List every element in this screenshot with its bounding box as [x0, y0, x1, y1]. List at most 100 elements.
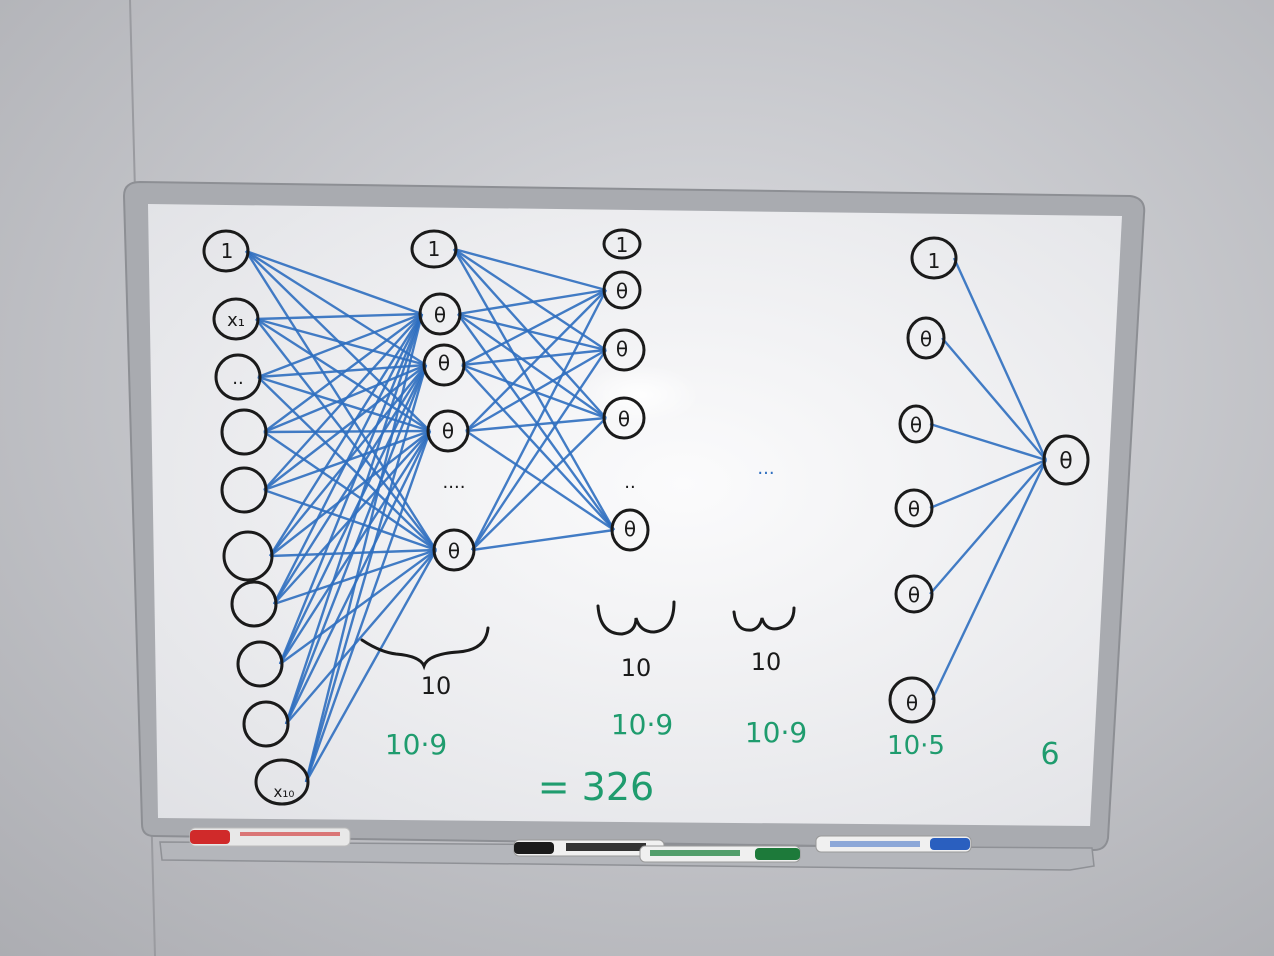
layer2-node: [432, 528, 476, 572]
layer3-size-label: 10: [751, 648, 782, 676]
layer1-ellipsis-label: ..: [232, 368, 243, 389]
layer2-node: [418, 292, 462, 336]
edge-l1-l2: [255, 317, 427, 367]
layer4-ellipsis-label: ...: [757, 458, 774, 479]
layer1-node: [230, 580, 278, 628]
output-node: [1042, 434, 1090, 486]
layer1-node: [214, 353, 262, 401]
layer5-node: [894, 574, 934, 614]
brace-layer1: [360, 626, 490, 671]
layer3-node: [610, 508, 650, 552]
layer1-x10-label: x₁₀: [274, 783, 295, 801]
edge-l2-l3: [470, 289, 608, 551]
layer2-size-label: 10: [621, 654, 652, 682]
layer2-node-label: θ: [434, 303, 446, 327]
layer5-node-label: θ: [906, 691, 918, 715]
edge-l2-l3: [453, 247, 607, 292]
total-parameters-label: = 326: [538, 765, 654, 809]
edge-l1-l2: [285, 549, 437, 725]
network-nodes: [202, 228, 1090, 806]
layer1-node: [222, 530, 274, 582]
green-marker[interactable]: [639, 845, 801, 863]
edge-l2-l3: [461, 288, 607, 367]
edge-l1-l2: [304, 549, 438, 783]
layer3-weight-label: 10·9: [745, 716, 807, 749]
red-marker[interactable]: [189, 827, 351, 847]
layer3-node-label: θ: [624, 517, 636, 541]
edge-l5-out: [952, 257, 1048, 461]
edge-l2-l3: [471, 349, 607, 551]
layer1-node: [212, 297, 260, 341]
layer3-ellipsis-label: ..: [624, 472, 635, 493]
layer3-node: [602, 270, 642, 310]
edge-l1-l2: [263, 313, 423, 433]
edge-l2-l3: [465, 289, 607, 432]
edge-l2-l3: [457, 313, 615, 531]
edge-l1-l2: [278, 364, 428, 665]
layer2-node: [410, 229, 458, 269]
layer1-size-label: 10: [421, 672, 452, 700]
size-braces: [360, 600, 796, 671]
edge-l1-l2: [245, 249, 427, 367]
layer1-node: [220, 466, 268, 514]
edge-l1-l2: [257, 363, 427, 379]
blue-marker[interactable]: [815, 835, 972, 853]
edge-l5-out: [929, 458, 1047, 510]
edge-l1-l2: [257, 375, 431, 433]
edge-l2-l3: [461, 364, 615, 531]
edge-l2-l3: [457, 288, 607, 316]
edge-l1-l2: [284, 364, 428, 725]
edge-l1-l2: [278, 313, 424, 665]
edge-l5-out: [941, 337, 1047, 461]
edge-l1-l2: [257, 312, 423, 379]
layer5-node-label: θ: [908, 583, 920, 607]
layer1-weight-label: 10·9: [385, 728, 447, 761]
layer2-node-label: θ: [448, 539, 460, 563]
layer3-node-label: θ: [618, 407, 630, 431]
whiteboard-surface: [148, 204, 1122, 826]
edge-l1-l2: [284, 313, 424, 725]
layer2-weight-label: 10·9: [611, 708, 673, 741]
edge-l1-l2: [263, 313, 423, 491]
layer5-node: [898, 404, 934, 444]
layer5-node: [906, 316, 946, 360]
layer1-node: [220, 408, 268, 456]
edge-l2-l3: [465, 348, 607, 433]
edge-l1-l2: [279, 549, 437, 665]
edge-l2-l3: [452, 248, 616, 531]
edge-l2-l3: [471, 417, 607, 551]
edge-l1-l2: [273, 548, 437, 606]
layer1-x1-label: x₁: [227, 310, 245, 331]
layer3-node: [602, 328, 646, 372]
edge-l5-out: [929, 459, 1047, 595]
layer4-weight-label: 10·5: [887, 731, 945, 761]
edge-l2-l3: [465, 430, 615, 531]
edge-l5-out: [929, 422, 1047, 462]
output-weight-label: 6: [1040, 737, 1059, 772]
layer1-node: [236, 640, 284, 688]
edge-l1-l2: [245, 249, 423, 316]
layer3-node: [602, 396, 646, 440]
layer1-bias-label: 1: [221, 239, 234, 263]
layer2-bias-label: 1: [428, 237, 441, 261]
layer5-node: [894, 488, 934, 528]
layer2-node-label: θ: [442, 419, 454, 443]
layer3-bias-label: 1: [616, 233, 629, 257]
edge-l1-l2: [304, 430, 432, 783]
edge-l1-l2: [268, 313, 424, 557]
layer1-node: [242, 700, 290, 748]
layer2-node: [426, 409, 470, 453]
edge-l2-l3: [457, 312, 607, 352]
layer5-node-label: θ: [920, 327, 932, 351]
brace-layer2: [596, 600, 676, 636]
brace-layer3: [732, 606, 796, 632]
layer5-node-label: θ: [908, 497, 920, 521]
edge-l1-l2: [255, 312, 423, 321]
edge-l1-l2: [304, 313, 424, 783]
edge-l1-l2: [304, 364, 428, 783]
layer1-node: [254, 758, 310, 806]
output-node-label: θ: [1059, 449, 1072, 474]
edge-l1-l2: [284, 430, 432, 725]
edge-l1-l2: [255, 317, 431, 433]
